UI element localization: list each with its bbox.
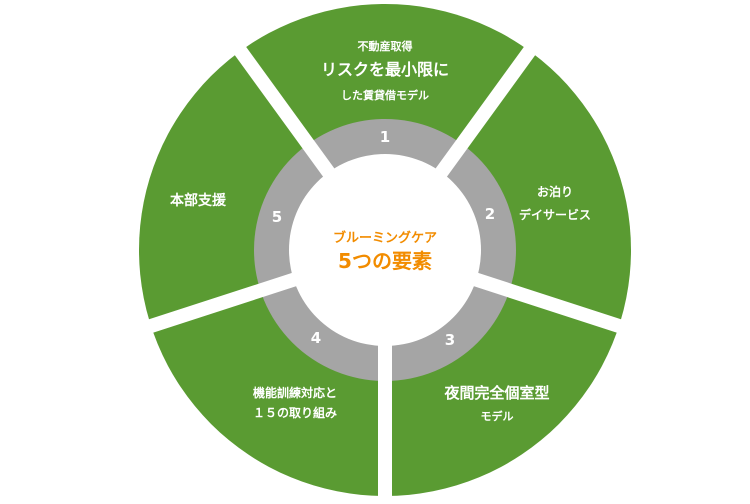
segment-2-number: 2 [485,205,495,223]
segment-4-line-1: 機能訓練対応と [253,385,337,400]
segment-4-number: 4 [311,329,321,347]
segment-5: 本部支援 5 [170,192,282,226]
segment-1-line-2: リスクを最小限に [321,60,449,79]
segment-1-number: 1 [380,128,390,146]
segment-2: お泊り デイサービス 2 [485,184,591,223]
segment-1: 不動産取得 リスクを最小限に した賃貸借モデル 1 [321,39,449,146]
center-title: 5つの要素 [338,249,432,273]
segment-1-line-1: 不動産取得 [358,39,413,53]
center-subtitle: ブルーミングケア [333,230,437,246]
segment-3-number: 3 [445,331,455,349]
segment-5-number: 5 [272,208,282,226]
segment-2-line-1: お泊り [537,184,573,199]
segment-3: 夜間完全個室型 モデル 3 [443,331,549,423]
center-white-circle [289,154,481,346]
segment-1-line-3: した賃貸借モデル [341,88,429,102]
segment-2-line-2: デイサービス [519,207,591,222]
segment-4: 機能訓練対応と １５の取り組み 4 [253,329,337,420]
segment-3-line-2: モデル [481,409,514,423]
segment-4-line-2: １５の取り組み [253,405,337,420]
segment-3-line-1: 夜間完全個室型 [443,384,549,402]
segment-5-line-1: 本部支援 [170,192,227,209]
